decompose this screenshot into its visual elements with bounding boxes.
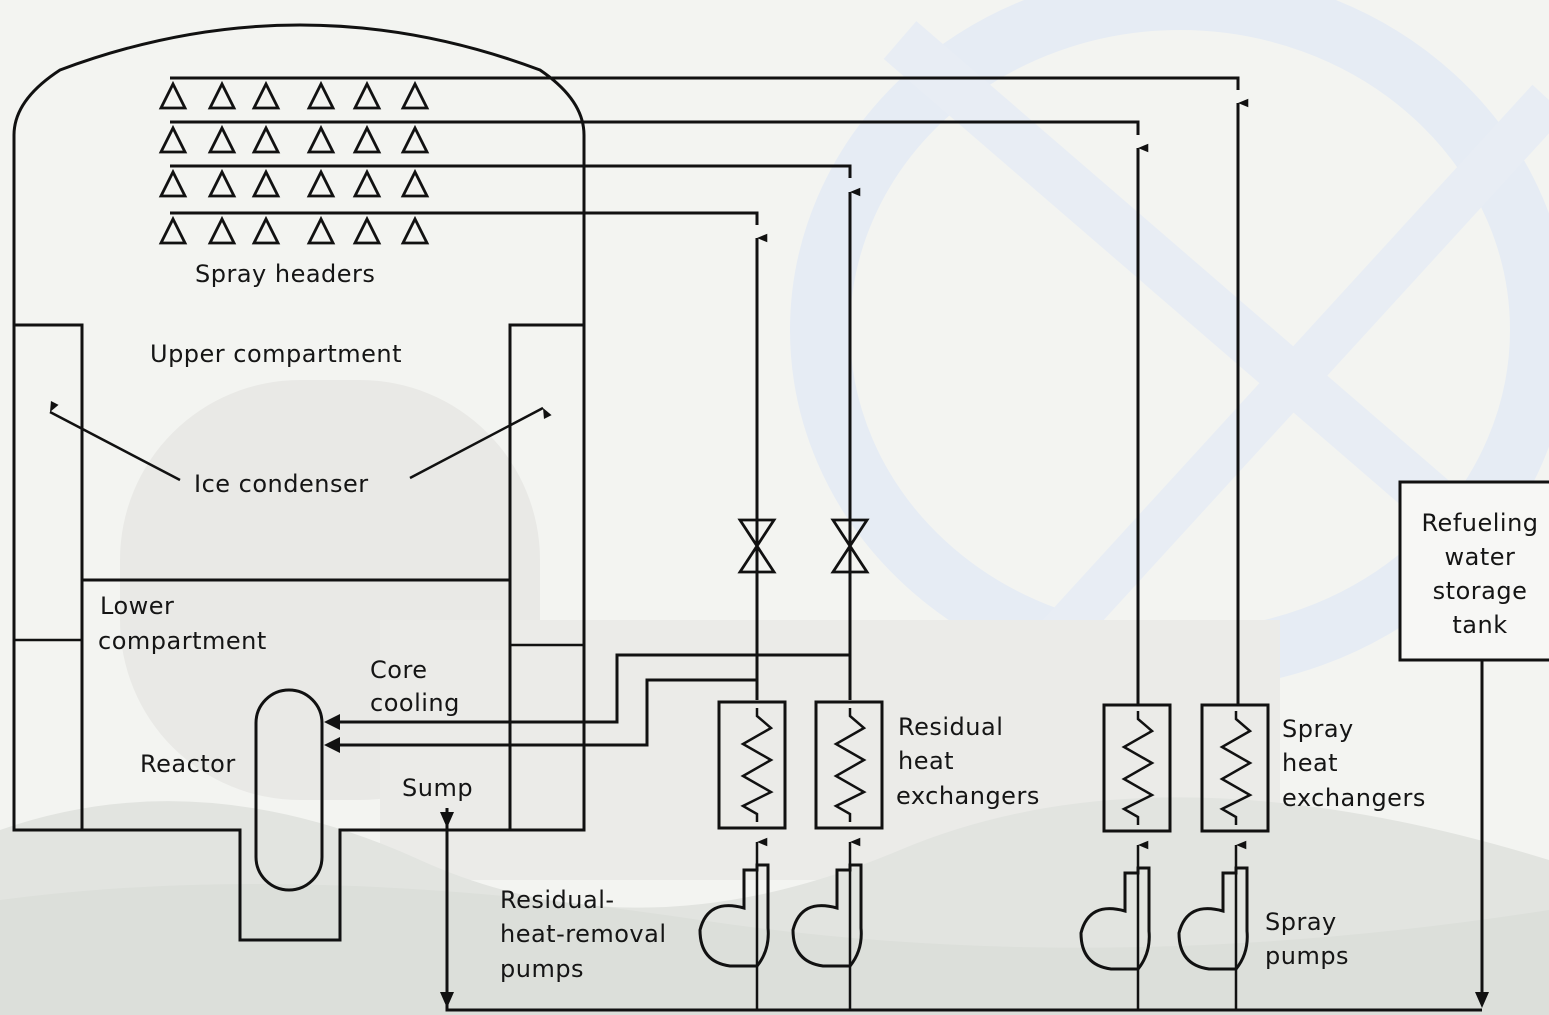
label-core-cooling-1: Core [370, 656, 428, 684]
ice-condenser-arrow-right [410, 408, 543, 478]
label-rhr-pumps-2: heat-removal [500, 920, 667, 948]
label-rhr-pumps-3: pumps [500, 955, 584, 983]
label-rwst-3: storage [1433, 577, 1528, 605]
label-spray-hx-2: heat [1282, 749, 1338, 777]
label-rwst-2: water [1445, 543, 1516, 571]
label-spray-pumps-2: pumps [1265, 942, 1349, 970]
label-rhr-pumps-1: Residual- [500, 886, 615, 914]
label-core-cooling-2: cooling [370, 689, 460, 717]
label-upper-compartment: Upper compartment [150, 340, 402, 368]
label-reactor: Reactor [140, 750, 236, 778]
label-residual-hx-1: Residual [898, 713, 1003, 741]
label-spray-hx-3: exchangers [1282, 784, 1426, 812]
reactor-vessel [256, 690, 322, 890]
label-rwst-4: tank [1452, 611, 1507, 639]
label-spray-pumps-1: Spray [1265, 908, 1337, 936]
spray-train-2 [1179, 103, 1268, 1010]
label-lower-compartment-1: Lower [100, 592, 174, 620]
rhr-train-1 [700, 238, 785, 1010]
label-residual-hx-3: exchangers [896, 782, 1040, 810]
label-rwst-1: Refueling [1421, 509, 1538, 537]
ice-condenser-arrow-left [50, 412, 180, 480]
rhr-train-2 [793, 192, 882, 1010]
spray-headers [161, 78, 1238, 243]
ice-condenser-right [510, 325, 584, 830]
ice-condenser-left [14, 325, 82, 830]
label-spray-headers: Spray headers [195, 260, 375, 288]
label-residual-hx-2: heat [898, 747, 954, 775]
label-spray-hx-1: Spray [1282, 715, 1354, 743]
label-sump: Sump [402, 774, 473, 802]
label-lower-compartment-2: compartment [98, 627, 267, 655]
spray-train-1 [1081, 148, 1170, 1010]
label-ice-condenser: Ice condenser [194, 470, 369, 498]
